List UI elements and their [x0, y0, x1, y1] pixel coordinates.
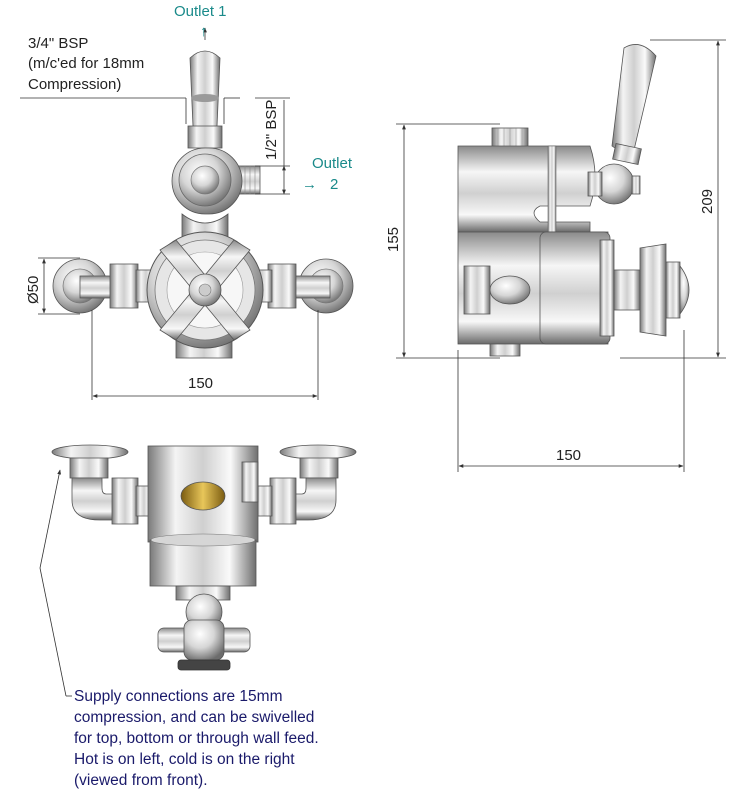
outlet2-arrow: → — [302, 176, 317, 193]
front-dial — [146, 231, 264, 359]
dim-side-width: 150 — [556, 447, 581, 464]
outlet2-line1: Outlet — [312, 155, 353, 172]
top-view — [51, 444, 357, 671]
note-line: (viewed from front). — [74, 772, 208, 789]
note-line: compression, and can be swivelled — [74, 709, 314, 726]
brass-insert — [180, 481, 226, 511]
bsp34-line2: (m/c'ed for 18mm — [28, 55, 144, 72]
note-line: for top, bottom or through wall feed. — [74, 730, 319, 747]
note-line: Supply connections are 15mm — [74, 688, 283, 705]
front-dimensions — [20, 27, 319, 400]
note-leader — [39, 469, 72, 697]
side-dimensions — [396, 39, 726, 472]
dim-side-height-body: 155 — [385, 227, 402, 252]
outlet2-line2: 2 — [330, 176, 338, 193]
front-lever-handle — [187, 50, 223, 149]
outlet1-arrow: ↑ — [200, 23, 208, 40]
dim-side-height-total: 209 — [699, 189, 716, 214]
side-view — [457, 44, 690, 357]
front-supply-right — [251, 258, 354, 314]
side-lever-handle — [587, 44, 657, 205]
front-outlet-body — [171, 147, 261, 239]
front-supply-left — [52, 258, 157, 314]
supply-note: Supply connections are 15mm compression,… — [74, 688, 319, 789]
bsp12-label: 1/2" BSP — [263, 100, 280, 160]
front-view — [52, 50, 354, 359]
dim-front-width: 150 — [188, 375, 213, 392]
bsp34-line1: 3/4" BSP — [28, 35, 88, 52]
bsp34-line3: Compression) — [28, 76, 121, 93]
outlet1-label: Outlet 1 — [174, 3, 227, 20]
note-line: Hot is on left, cold is on the right — [74, 751, 295, 768]
dim-diameter: Ø50 — [25, 276, 42, 304]
